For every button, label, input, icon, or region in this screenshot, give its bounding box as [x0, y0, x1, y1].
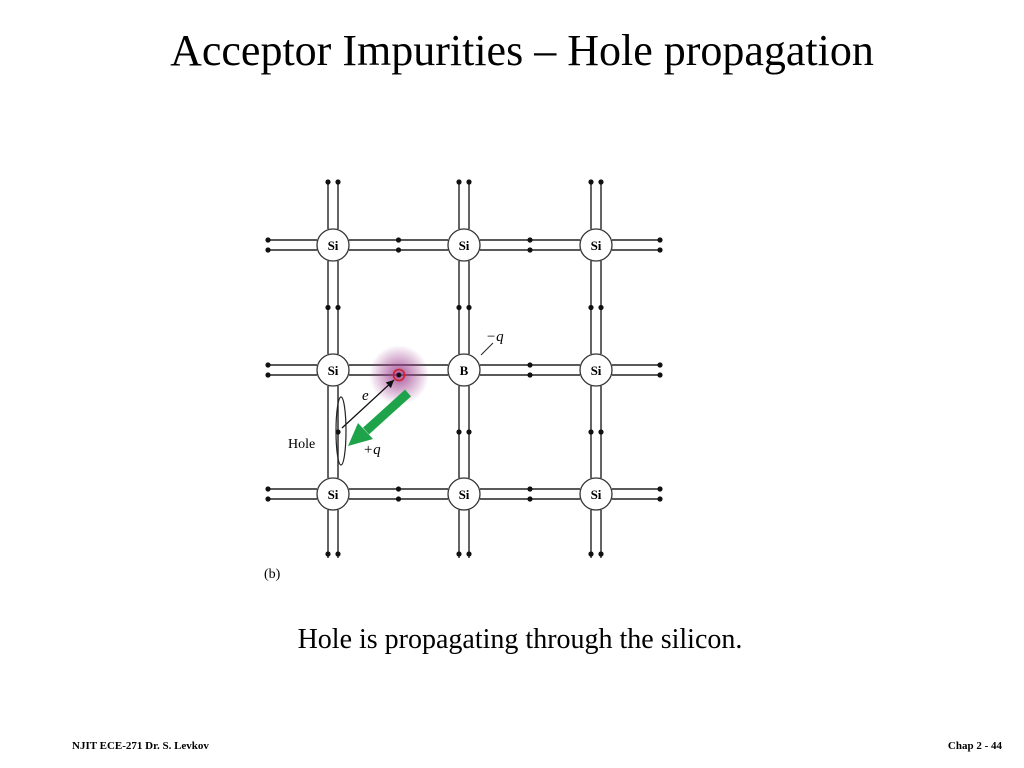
hole-propagation-arrow [348, 389, 412, 446]
atom-label: Si [328, 238, 339, 253]
atom-si: Si [579, 353, 613, 387]
atom-si: Si [316, 228, 350, 262]
atom-si: Si [447, 228, 481, 262]
atom-label: Si [459, 238, 470, 253]
atom-label: Si [591, 238, 602, 253]
minus-q-label: −q [486, 329, 504, 345]
atom-b: B [447, 353, 481, 387]
electron-dot [456, 429, 462, 435]
electron-dot [588, 551, 594, 557]
hole-label: Hole [288, 437, 315, 452]
slide-title: Acceptor Impurities – Hole propagation [170, 26, 874, 75]
electron-dot [265, 362, 271, 368]
electron-dot [527, 496, 533, 502]
electron-dot [527, 237, 533, 243]
electron-dot [527, 362, 533, 368]
atom-si: Si [579, 477, 613, 511]
electron-dot [325, 551, 331, 557]
electron-dot [335, 304, 341, 311]
electron-dot [588, 304, 594, 311]
electron-dot [335, 179, 341, 185]
electron-dot [657, 372, 663, 378]
atom-label: Si [328, 363, 339, 378]
electron-dot [657, 237, 663, 243]
electron-dot [657, 496, 663, 502]
electron-dot [265, 486, 271, 492]
electron-dot [335, 551, 341, 557]
electron-dot [265, 237, 271, 243]
electron-dot [598, 551, 604, 557]
electron-dot [466, 429, 472, 435]
electron-dot [456, 179, 462, 185]
electron-dot [466, 551, 472, 557]
electron-dot [325, 179, 331, 185]
electron-marker [392, 368, 406, 382]
electron-dot [598, 304, 604, 311]
footer-author: NJIT ECE-271 Dr. S. Levkov [72, 740, 209, 752]
electron-dot [396, 372, 402, 378]
electron-dot [395, 237, 402, 243]
electron-jump-arrow [341, 379, 395, 429]
electron-dot [395, 486, 402, 492]
atom-si: Si [447, 477, 481, 511]
atom-si: Si [579, 228, 613, 262]
hole-ellipse [335, 396, 347, 466]
electron-dot [598, 179, 604, 185]
electron-dot [265, 247, 271, 253]
electron-dot [657, 486, 663, 492]
electron-dot [527, 486, 533, 492]
electron-dot [395, 496, 402, 502]
electron-dot [598, 429, 604, 435]
atom-label: B [460, 363, 469, 378]
plus-q-label: +q [363, 442, 381, 458]
electron-dot [325, 304, 331, 311]
electron-dot [657, 362, 663, 368]
electron-dot [588, 179, 594, 185]
electron-dot [265, 372, 271, 378]
electron-dot [527, 372, 533, 378]
electron-dot [466, 179, 472, 185]
atom-label: Si [591, 363, 602, 378]
electron-dot [456, 551, 462, 557]
electron-dot [527, 247, 533, 253]
atom-si: Si [316, 477, 350, 511]
electron-dot [588, 429, 594, 435]
valence-electrons [265, 179, 663, 557]
footer-page-number: Chap 2 - 44 [947, 740, 1002, 752]
electron-dot [395, 247, 402, 253]
atom-si: Si [316, 353, 350, 387]
electron-label: e [362, 388, 369, 404]
electron-dot [657, 247, 663, 253]
atom-label: Si [328, 487, 339, 502]
electron-dot [466, 304, 472, 311]
electron-dot [265, 496, 271, 502]
electron-dot [335, 429, 341, 435]
atom-label: Si [591, 487, 602, 502]
electron-dot [456, 304, 462, 311]
minus-q-leader [480, 342, 494, 356]
panel-label: (b) [264, 567, 281, 582]
atom-label: Si [459, 487, 470, 502]
slide-caption: Hole is propagating through the silicon. [297, 624, 743, 655]
